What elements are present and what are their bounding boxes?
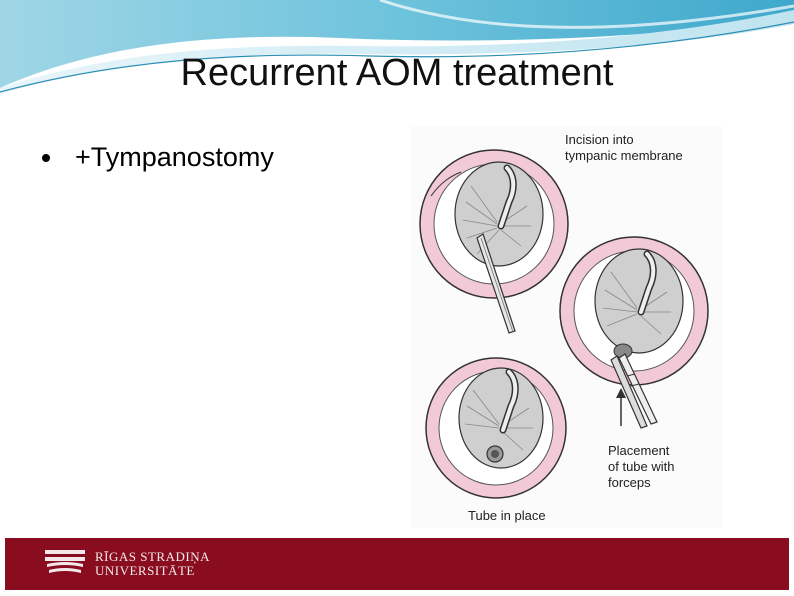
tympanostomy-illustration: Incision into tympanic membrane Placemen… bbox=[411, 126, 723, 528]
university-logo-icon bbox=[45, 550, 85, 573]
ear-view-placement bbox=[559, 236, 709, 429]
university-name-line1: RĪGAS STRADIŅA bbox=[95, 549, 210, 564]
bullet-text: +Tympanostomy bbox=[75, 142, 274, 172]
tympanostomy-diagram bbox=[411, 126, 723, 528]
ear-view-incision bbox=[419, 149, 569, 334]
university-name-line2: UNIVERSITĀTE bbox=[95, 563, 195, 578]
label-incision: Incision into tympanic membrane bbox=[565, 132, 683, 163]
header-swoosh-decoration bbox=[0, 0, 794, 94]
bullet-item: +Tympanostomy bbox=[42, 142, 274, 173]
slide-title: Recurrent AOM treatment bbox=[180, 52, 614, 94]
ear-view-tube-in-place bbox=[425, 357, 567, 499]
footer-bar: RĪGAS STRADIŅA UNIVERSITĀTE bbox=[5, 538, 789, 590]
label-tube-in-place: Tube in place bbox=[468, 508, 546, 523]
bullet-dot-icon bbox=[42, 153, 50, 162]
label-placement: Placement of tube with forceps bbox=[608, 443, 675, 490]
university-name: RĪGAS STRADIŅA UNIVERSITĀTE bbox=[95, 550, 210, 578]
